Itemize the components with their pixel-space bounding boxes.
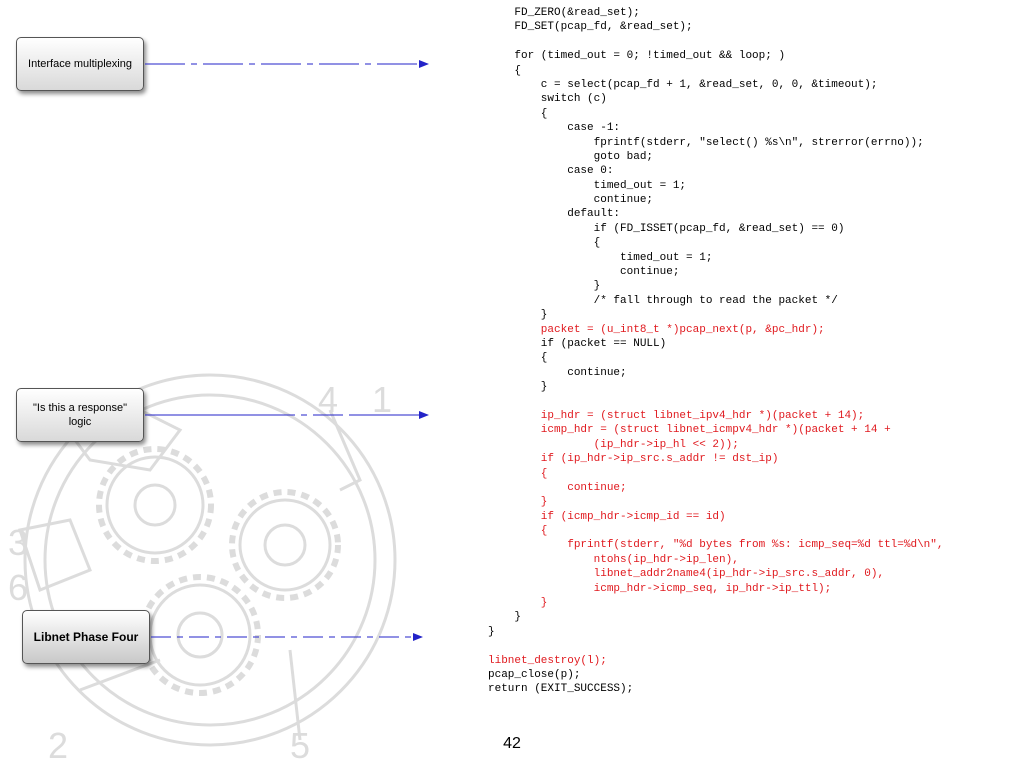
watermark-number: 6 (8, 567, 28, 608)
code-line: continue; (488, 366, 627, 379)
code-line-highlighted: if (ip_hdr->ip_src.s_addr != dst_ip) (488, 453, 779, 466)
code-line: fprintf(stderr, "select() %s\n", strerro… (488, 136, 924, 149)
callout-label-line: logic (68, 416, 92, 428)
code-line: switch (c) (488, 93, 607, 106)
code-line-highlighted: ip_hdr = (struct libnet_ipv4_hdr *)(pack… (488, 409, 865, 422)
code-line: return (EXIT_SUCCESS); (488, 683, 634, 696)
watermark-number: 5 (290, 725, 310, 760)
callout-label: Interface multiplexing (28, 58, 132, 70)
code-line-highlighted: fprintf(stderr, "%d bytes from %s: icmp_… (488, 539, 944, 552)
code-line: if (FD_ISSET(pcap_fd, &read_set) == 0) (488, 222, 845, 235)
code-line-highlighted: { (488, 525, 548, 538)
code-line: FD_SET(pcap_fd, &read_set); (488, 21, 693, 34)
code-line: continue; (488, 194, 654, 207)
code-line-highlighted: (ip_hdr->ip_hl << 2)); (488, 438, 739, 451)
code-line: { (488, 352, 548, 365)
code-line: pcap_close(p); (488, 668, 581, 681)
watermark-number: 1 (372, 379, 392, 420)
code-line: timed_out = 1; (488, 179, 687, 192)
code-line: for (timed_out = 0; !timed_out && loop; … (488, 50, 786, 63)
code-line-highlighted: icmp_hdr->icmp_seq, ip_hdr->ip_ttl); (488, 582, 832, 595)
code-line-highlighted: libnet_destroy(l); (488, 654, 607, 667)
code-line-highlighted: libnet_addr2name4(ip_hdr->ip_src.s_addr,… (488, 568, 885, 581)
code-line: { (488, 107, 548, 120)
code-line: continue; (488, 266, 680, 279)
callout-libnet-phase-four: Libnet Phase Four (22, 610, 150, 664)
gear-watermark-icon: 4 1 3 6 2 5 (8, 373, 397, 760)
code-line: /* fall through to read the packet */ (488, 294, 838, 307)
code-line: FD_ZERO(&read_set); (488, 7, 640, 19)
code-line: { (488, 237, 601, 250)
code-line: } (488, 381, 548, 394)
code-line-highlighted: } (488, 597, 548, 610)
code-line-highlighted: continue; (488, 481, 627, 494)
code-line: timed_out = 1; (488, 251, 713, 264)
code-line-highlighted: icmp_hdr = (struct libnet_icmpv4_hdr *)(… (488, 424, 891, 437)
code-line-highlighted: { (488, 467, 548, 480)
code-line (488, 395, 943, 409)
callout-label-line: "Is this a response" (32, 402, 128, 414)
callout-response-logic: "Is this a response" logic (16, 388, 144, 442)
code-line: case 0: (488, 165, 614, 178)
code-listing: FD_ZERO(&read_set); FD_SET(pcap_fd, &rea… (488, 6, 943, 697)
code-line: } (488, 625, 495, 638)
code-line: c = select(pcap_fd + 1, &read_set, 0, 0,… (488, 78, 878, 91)
code-line: } (488, 280, 601, 293)
code-line (488, 639, 943, 653)
watermark-number: 4 (318, 379, 338, 420)
code-line: if (packet == NULL) (488, 337, 667, 350)
callout-label: Libnet Phase Four (33, 630, 139, 644)
code-line: } (488, 309, 548, 322)
watermark-number: 3 (8, 522, 28, 563)
code-line: case -1: (488, 122, 621, 135)
watermark-number: 2 (48, 725, 68, 760)
callout-interface-multiplexing: Interface multiplexing (16, 37, 144, 91)
code-line: { (488, 64, 522, 77)
code-line-highlighted: } (488, 496, 548, 509)
code-line: default: (488, 208, 621, 221)
code-line: } (488, 611, 522, 624)
code-line: goto bad; (488, 150, 654, 163)
code-line-highlighted: packet = (u_int8_t *)pcap_next(p, &pc_hd… (488, 323, 825, 336)
page-number: 42 (503, 735, 521, 752)
code-line-highlighted: if (icmp_hdr->icmp_id == id) (488, 510, 726, 523)
callout-label: "Is this a response" logic (33, 401, 127, 429)
code-line (488, 35, 943, 49)
code-line-highlighted: ntohs(ip_hdr->ip_len), (488, 553, 739, 566)
